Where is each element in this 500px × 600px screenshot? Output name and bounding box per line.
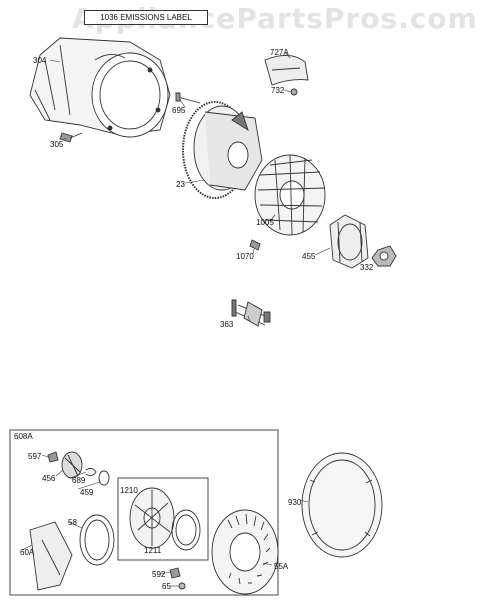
part-label-1210: 1210 [120,486,138,495]
fan-1005 [254,154,326,236]
part-label-930: 930 [288,498,302,507]
part-label-60a: 60A [20,548,35,557]
part-label-727a: 727A [270,48,289,57]
screw-1070 [249,239,261,251]
emissions-label: 1036 EMISSIONS LABEL [84,10,208,25]
part-label-459: 459 [80,488,94,497]
pulley-kit-box [117,477,209,561]
part-label-592: 592 [152,570,166,579]
handle-60a [29,521,73,591]
pulley-1210 [129,487,175,549]
part-label-689: 689 [72,476,86,485]
part-label-695: 695 [172,106,186,115]
armature-363 [231,299,271,327]
part-label-23: 23 [176,180,185,189]
part-label-55a: 55A [274,562,289,571]
rope-58 [79,514,115,566]
part-label-65: 65 [162,582,171,591]
screw-597 [47,451,59,463]
screen-930 [301,452,383,558]
part-label-1005: 1005 [256,218,274,227]
spring-689 [85,467,97,477]
part-label-332: 332 [360,263,374,272]
part-label-456: 456 [42,474,56,483]
part-label-363: 363 [220,320,234,329]
part-label-608a: 608A [14,432,33,441]
part-label-305: 305 [50,140,64,149]
cup-455 [329,214,369,269]
bolt-695 [175,92,201,104]
spring-1211 [171,509,201,551]
pulley-456 [61,451,83,479]
screw-592 [169,567,181,579]
part-label-455: 455 [302,252,316,261]
part-label-1211: 1211 [144,546,162,555]
part-label-304: 304 [33,56,47,65]
nut-332 [371,245,397,267]
shield-727a [264,55,309,86]
starter-housing-55a [211,509,279,595]
nut-732 [290,88,298,96]
blower-housing-304 [29,37,171,138]
ring-459 [98,470,110,486]
part-label-1070: 1070 [236,252,254,261]
flywheel-23 [182,101,263,199]
part-label-58: 58 [68,518,77,527]
rewind-starter-frame-608a [9,429,279,596]
part-label-732: 732 [271,86,285,95]
washer-65 [178,582,186,590]
part-label-597: 597 [28,452,42,461]
